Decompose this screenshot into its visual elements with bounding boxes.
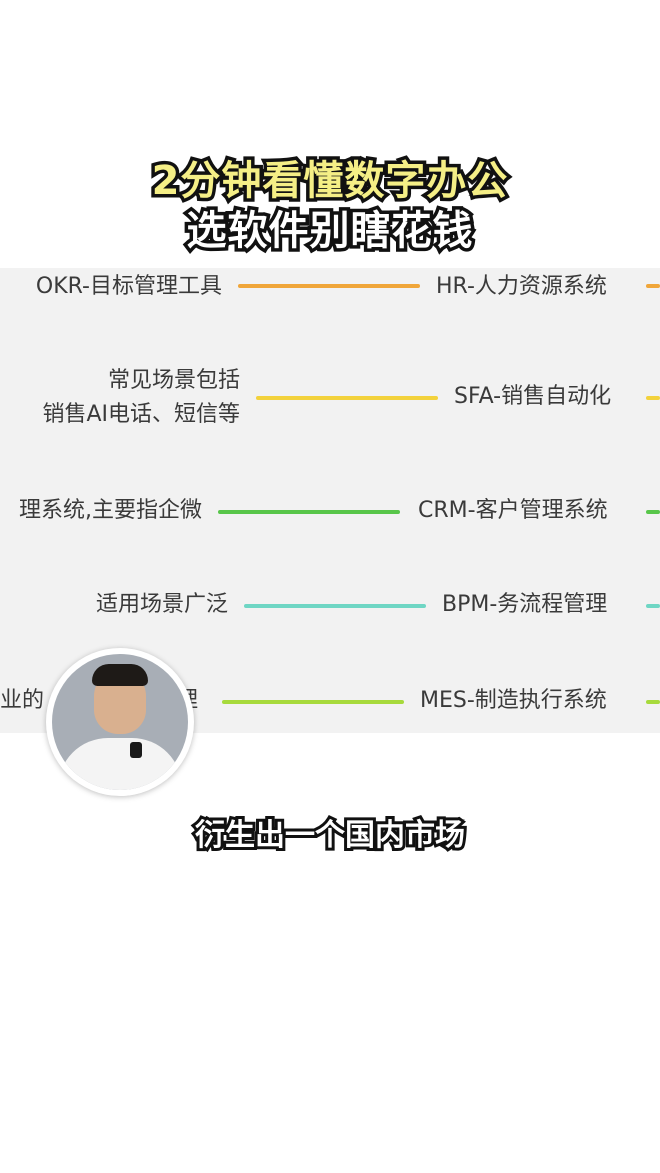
mindmap-right-label: CRM-客户管理系统 <box>418 498 608 523</box>
mindmap-right-label: HR-人力资源系统 <box>436 274 607 299</box>
caption-subtitle: 衍生出一个国内市场 <box>192 815 468 856</box>
mindmap-left-label-2: 销售AI电话、短信等 <box>42 402 240 427</box>
mindmap-left-label: 适用场景广泛 <box>95 592 228 617</box>
mindmap-left-label: 理系统,主要指企微 <box>19 498 202 523</box>
mindmap-connector <box>218 510 400 514</box>
presenter-photo <box>52 654 188 790</box>
mindmap-stub <box>646 396 660 400</box>
mindmap-stub <box>646 284 660 288</box>
mindmap-left-label-a: 业的 <box>0 688 45 713</box>
mindmap-left-label-1: 常见场景包括 <box>107 368 240 393</box>
presenter-shirt <box>58 738 182 790</box>
presenter-hair <box>92 664 148 686</box>
mindmap-connector <box>256 396 438 400</box>
mindmap-right-label: BPM-务流程管理 <box>442 592 608 617</box>
mindmap-connector <box>238 284 420 288</box>
mindmap-right-label: MES-制造执行系统 <box>420 688 607 713</box>
presenter-avatar <box>46 648 194 796</box>
lapel-mic-icon <box>130 742 142 758</box>
video-title-line-1: 2分钟看懂数字办公 <box>148 155 511 208</box>
mindmap-left-label: OKR-目标管理工具 <box>35 274 222 299</box>
mindmap-connector <box>222 700 404 704</box>
mindmap-stub <box>646 700 660 704</box>
mindmap-right-label: SFA-销售自动化 <box>454 384 612 409</box>
video-title-line-2: 选软件别瞎花钱 <box>183 205 476 258</box>
mindmap-stub <box>646 510 660 514</box>
mindmap-stub <box>646 604 660 608</box>
mindmap-connector <box>244 604 426 608</box>
